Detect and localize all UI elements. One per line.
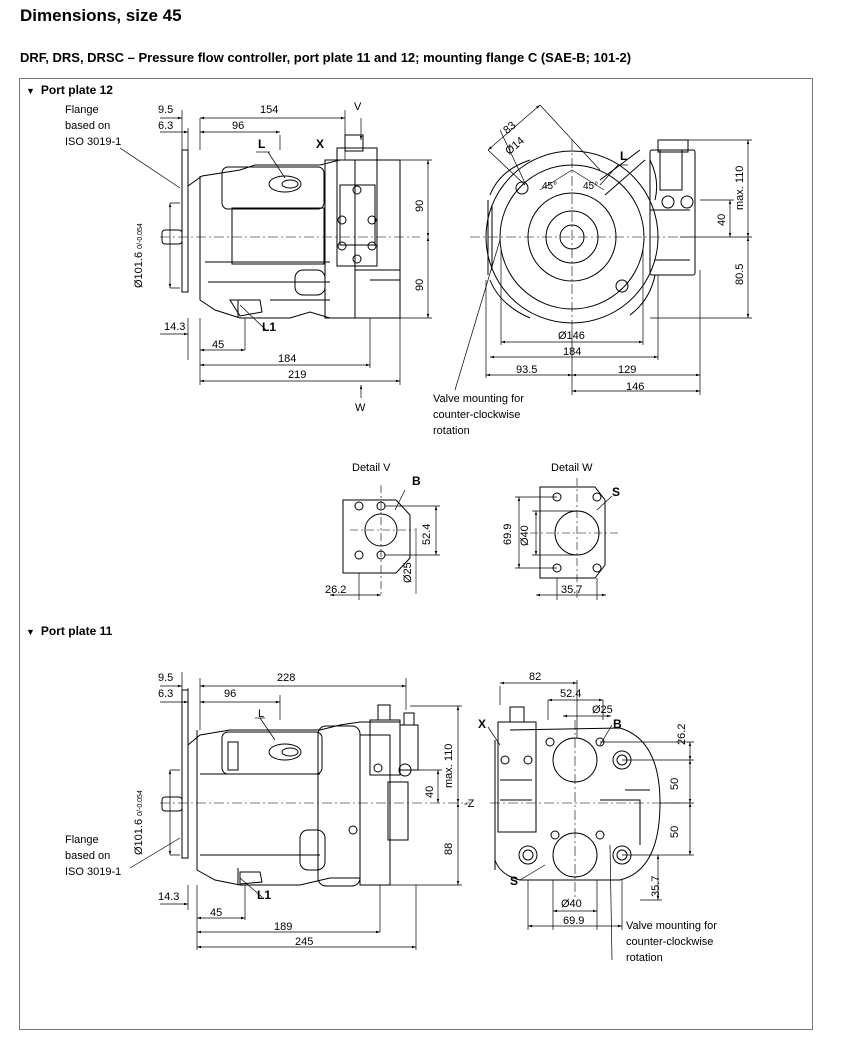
dim-50-upper: 50 [669,777,681,790]
dim-diameter-101-6: Ø101.6 0/-0.054 [133,223,145,288]
dim-45-pp11: 45 [210,907,223,919]
page-title: Dimensions, size 45 [20,6,182,25]
label-l-front: L [620,149,628,163]
section-port-plate-12: ▼Port plate 12 [26,83,113,97]
pp12-side-view [160,134,420,319]
pp11-rear-view [490,706,680,900]
dim-diameter-25-pp11: Ø25 [592,704,613,716]
dim-69-9: 69.9 [502,523,514,545]
dim-diameter-25: Ø25 [402,562,414,583]
dim-90-upper: 90 [414,199,426,212]
triangle-down-icon: ▼ [26,86,35,96]
dim-219: 219 [288,369,307,381]
dim-88: 88 [443,842,455,855]
dim-max-110-pp11: max. 110 [443,743,455,788]
dim-189: 189 [274,921,293,933]
label-z: -Z [464,798,475,810]
label-l1-pp11: L1 [257,888,272,902]
angle-45-right: 45° [583,181,599,192]
dim-82: 82 [529,671,542,683]
dim-93-5: 93.5 [516,364,538,376]
label-x: X [316,137,325,151]
dim-14-3-pp11: 14.3 [158,891,180,903]
dim-9-5-pp11: 9.5 [158,672,174,684]
dim-96: 96 [232,120,245,132]
page-subtitle: DRF, DRS, DRSC – Pressure flow controlle… [20,50,632,65]
detail-v-dimensions [330,505,440,600]
dim-52-4-pp11: 52.4 [560,688,582,700]
section-port-plate-11: ▼Port plate 11 [26,624,113,638]
valve-note-pp11: Valve mounting for counter-clockwise rot… [626,920,717,964]
pp12-front-dimensions [454,104,752,395]
dim-40: 40 [716,213,728,226]
label-x-pp11: X [478,717,487,731]
label-l-pp11: L [258,708,265,720]
dim-45: 45 [212,339,225,351]
label-l1: L1 [262,320,277,334]
dim-6-3: 6.3 [158,120,174,132]
dim-diameter-40-pp11: Ø40 [561,898,582,910]
dim-50-lower: 50 [669,825,681,838]
label-l: L [258,137,266,151]
pp12-side-dimensions [119,110,432,398]
dim-96-pp11: 96 [224,688,237,700]
label-s-pp11: S [510,874,519,888]
label-b: B [412,474,421,488]
dim-129: 129 [618,364,637,376]
dim-9-5: 9.5 [158,104,174,116]
flange-note-pp11: Flange based on ISO 3019-1 [65,834,122,878]
drawing-frame [19,78,813,1030]
flange-note-pp12: Flange based on ISO 3019-1 [65,104,122,148]
dim-228: 228 [277,672,296,684]
detail-w-view [530,478,620,600]
dim-40-pp11: 40 [424,785,436,798]
dim-184-front: 184 [563,346,582,358]
dim-14-3: 14.3 [164,321,186,333]
detail-w-dimensions [515,496,606,600]
dim-26-2-pp11: 26.2 [676,723,688,745]
dim-diameter-101-6-pp11: Ø101.6 0/-0.054 [133,790,145,855]
dim-90-lower: 90 [414,278,426,291]
label-w: W [355,402,366,414]
label-v: V [354,101,362,113]
dim-154: 154 [260,104,279,116]
dim-6-3-pp11: 6.3 [158,688,174,700]
dim-69-9-pp11: 69.9 [563,915,585,927]
dim-184: 184 [278,353,297,365]
pp11-side-dimensions [129,672,462,950]
label-b-pp11: B [613,717,622,731]
dim-35-7-pp11: 35.7 [650,875,662,897]
dim-26-2: 26.2 [325,584,347,596]
detail-v-title: Detail V [352,462,391,474]
dim-max-110: max. 110 [734,165,746,210]
dim-diameter-146: Ø146 [558,330,585,342]
angle-45-left: 45° [542,181,558,192]
pp12-front-view [470,139,696,330]
pp11-rear-dimensions [487,680,694,961]
detail-w-title: Detail W [551,462,593,474]
detail-v-view [342,485,415,595]
valve-note-pp12: Valve mounting for counter-clockwise rot… [433,393,524,437]
dim-diameter-40: Ø40 [519,525,531,546]
dim-52-4: 52.4 [421,523,433,545]
dim-35-7: 35.7 [561,584,583,596]
dim-245: 245 [295,936,314,948]
dim-80-5: 80.5 [734,263,746,285]
dim-146: 146 [626,381,645,393]
triangle-down-icon: ▼ [26,627,35,637]
label-s: S [612,485,621,499]
